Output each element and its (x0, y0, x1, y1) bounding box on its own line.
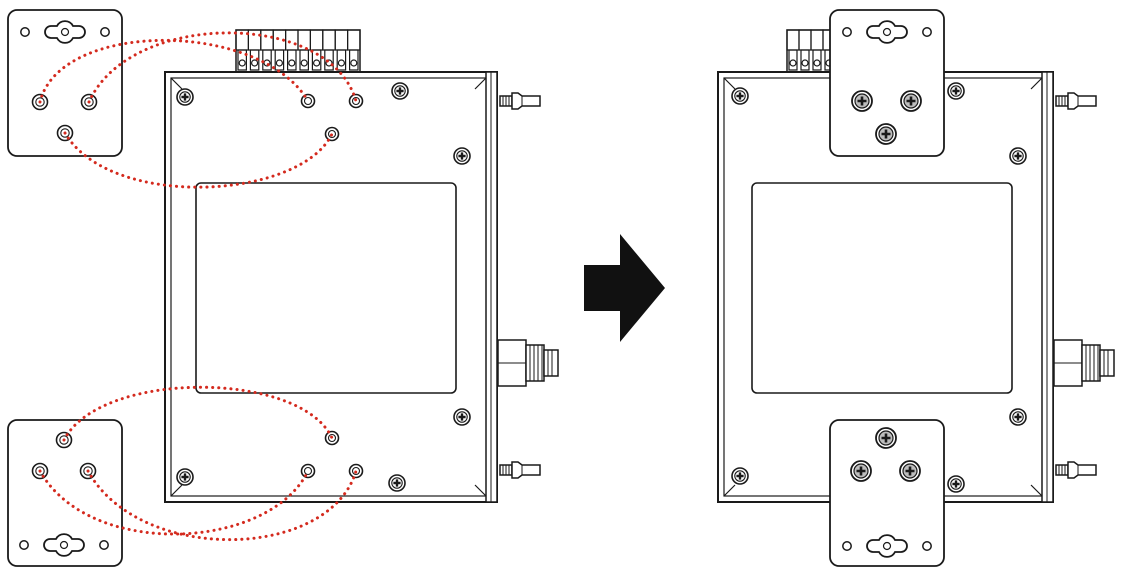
case-screw-icon (452, 146, 472, 166)
side-connector-top-right (1055, 92, 1097, 110)
side-port-right (1053, 339, 1115, 387)
corner-hole-icon (100, 27, 110, 37)
phillips-screw-icon (850, 89, 874, 113)
corner-hole-icon (20, 27, 30, 37)
phillips-screw-icon (849, 459, 873, 483)
case-screw-icon (175, 87, 195, 107)
corner-hole-icon (842, 27, 852, 37)
phillips-screw-icon (899, 89, 923, 113)
corner-hole-icon (19, 540, 29, 550)
right-arrow-icon (584, 234, 665, 342)
mounting-plate-bottom-left (7, 419, 123, 567)
corner-hole-icon (922, 27, 932, 37)
case-screw-icon (730, 86, 750, 106)
phillips-screw-icon (898, 459, 922, 483)
phillips-screw-icon (874, 426, 898, 450)
case-screw-icon (452, 407, 472, 427)
terminal-block-left (235, 29, 361, 73)
side-connector-bottom-left (499, 461, 541, 479)
case-screw-icon (390, 81, 410, 101)
case-screw-icon (387, 473, 407, 493)
alignment-paths (38, 31, 358, 542)
terminal-block-right (786, 29, 836, 73)
mounting-plate-top-right (829, 9, 945, 157)
corner-hole-icon (842, 541, 852, 551)
side-connector-top-left (499, 92, 541, 110)
mounting-plate-bottom-right (829, 419, 945, 567)
side-port-left (497, 339, 559, 387)
corner-hole-icon (922, 541, 932, 551)
phillips-screw-icon (874, 122, 898, 146)
case-screw-icon (1008, 407, 1028, 427)
case-screw-icon (730, 466, 750, 486)
device-body-left (164, 29, 559, 503)
mount-hole-icon (300, 463, 316, 479)
mounting-plate-top-left (7, 9, 123, 157)
side-connector-bottom-right (1055, 461, 1097, 479)
case-screw-icon (946, 81, 966, 101)
case-screw-icon (1008, 146, 1028, 166)
corner-hole-icon (99, 540, 109, 550)
case-screw-icon (175, 467, 195, 487)
case-screw-icon (946, 474, 966, 494)
